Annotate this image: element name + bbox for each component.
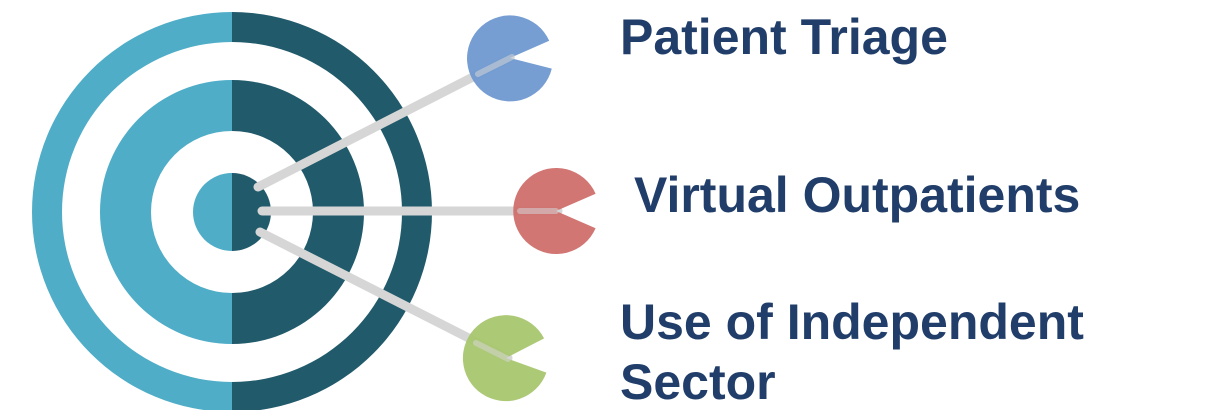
middle-ring-left xyxy=(100,80,232,344)
shaft-tip-3 xyxy=(473,340,511,362)
dart-shaft-3 xyxy=(255,227,513,363)
shaft-tip-1 xyxy=(475,54,515,77)
label-independent-sector-line1: Use of Independent xyxy=(620,294,1084,350)
label-virtual-outpatients: Virtual Outpatients xyxy=(634,167,1081,223)
bullseye-left xyxy=(193,173,232,251)
dart-shafts xyxy=(253,53,563,363)
label-patient-triage: Patient Triage xyxy=(620,9,948,65)
target-outer-ring xyxy=(32,12,432,410)
shaft-tips xyxy=(473,54,559,362)
outer-ring-right xyxy=(232,12,432,410)
outer-ring-left xyxy=(32,12,232,410)
label-independent-sector: Use of Independent Sector xyxy=(620,292,1084,410)
label-independent-sector-line2: Sector xyxy=(620,354,776,410)
dart-shaft-1 xyxy=(253,53,515,192)
